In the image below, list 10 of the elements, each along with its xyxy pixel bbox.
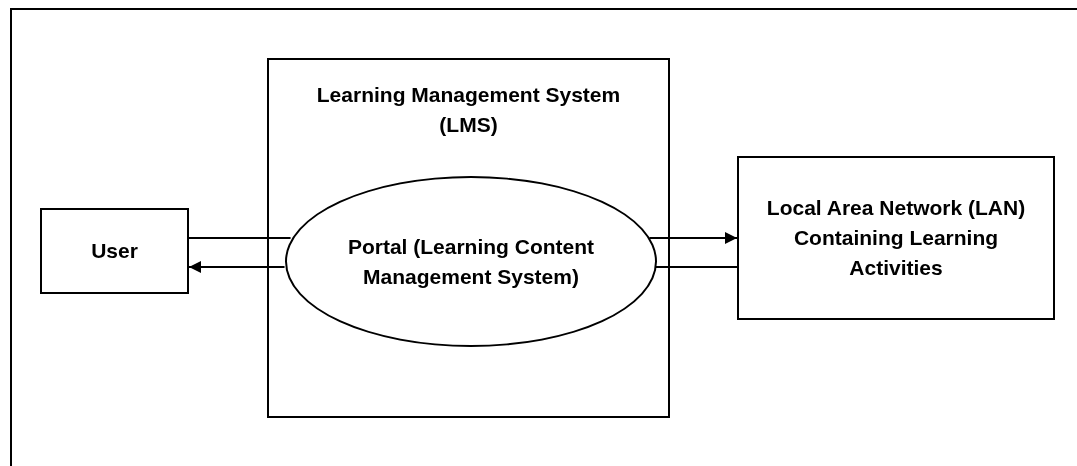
node-label: Portal (Learning Content Management System) xyxy=(346,233,596,290)
system-box xyxy=(267,58,670,418)
process-ellipse xyxy=(285,176,657,347)
entity-box xyxy=(40,208,189,294)
node-label: Local Area Network (LAN) Containing Learning Activities xyxy=(765,195,1027,281)
node-heading: Learning Management System (LMS) xyxy=(315,82,622,138)
arrow xyxy=(188,261,286,273)
arrow xyxy=(648,232,738,244)
entity-box xyxy=(737,156,1055,320)
node-label: User xyxy=(90,238,139,264)
